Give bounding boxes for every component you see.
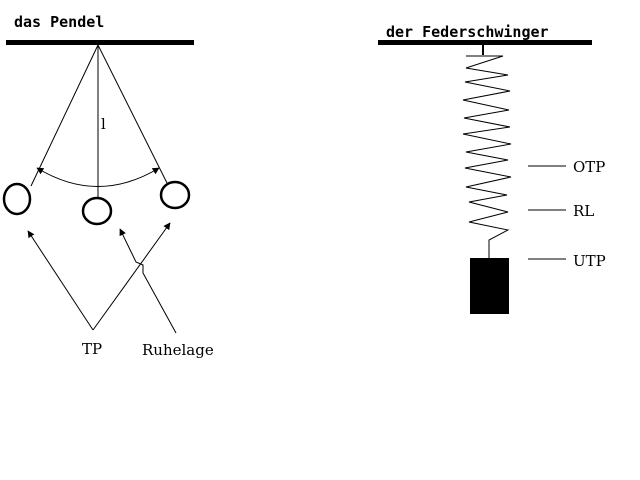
pendulum-title: das Pendel: [14, 13, 104, 31]
otp-label: OTP: [573, 158, 605, 176]
pendulum-group: das Pendel l TP Ruhelage: [2, 13, 214, 359]
pendulum-bob-left: [2, 182, 32, 216]
tp-arrow-left: [27, 230, 94, 331]
pendulum-string-right: [97, 44, 168, 184]
pendulum-string-left: [30, 44, 99, 187]
pendulum-ceiling-bar: [6, 40, 194, 45]
rl-label: RL: [573, 202, 594, 220]
pendulum-length-label: l: [101, 115, 106, 133]
tp-arrow-right: [92, 222, 171, 331]
pendulum-bob-center: [81, 196, 113, 226]
spring-coil: [462, 55, 512, 258]
rest-position-label: Ruhelage: [142, 341, 214, 359]
pendulum-bob-right: [159, 180, 191, 210]
spring-title: der Federschwinger: [386, 23, 549, 41]
spring-group: der Federschwinger OTP RL UTP: [378, 23, 606, 314]
spring-ceiling-bar: [378, 40, 592, 45]
utp-label: UTP: [573, 252, 606, 270]
tp-label: TP: [82, 340, 102, 358]
rest-position-arrow: [119, 228, 177, 334]
spring-mass-block: [470, 258, 509, 314]
swing-arc-arrow: [36, 167, 160, 187]
